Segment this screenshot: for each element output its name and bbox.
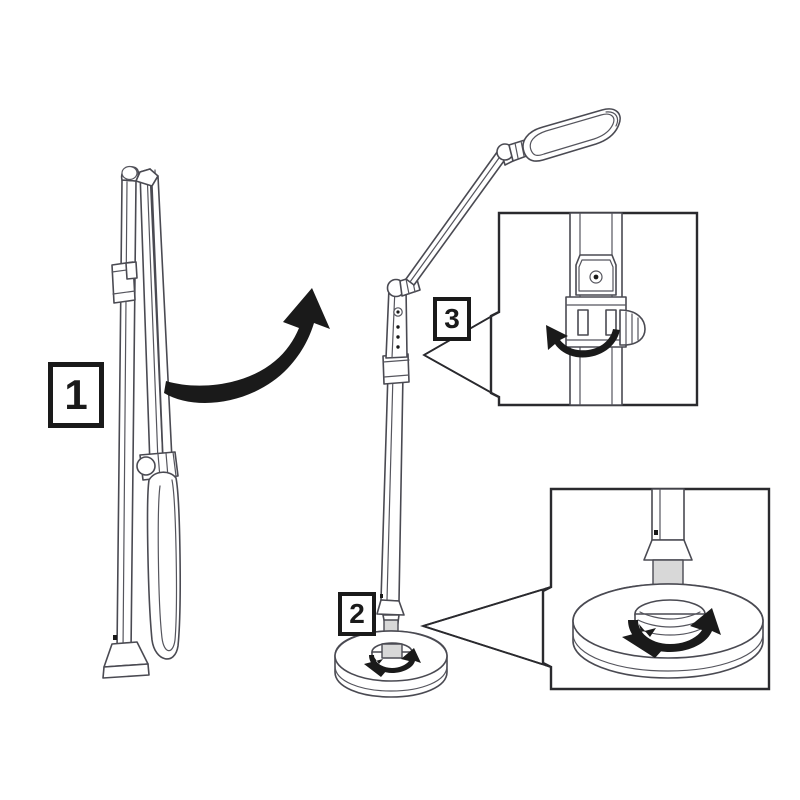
folded-head-panel [146, 471, 181, 660]
unfolded-upper-pole-crease [391, 287, 396, 359]
folded-clamp-lever [125, 261, 138, 280]
detail2-ferrule [643, 539, 693, 561]
folded-pole-cap-ring [121, 165, 138, 181]
detail-inset-3-frame [489, 211, 699, 407]
detail3-collar-slot1 [577, 309, 589, 336]
indicator-dot-2 [396, 335, 400, 339]
detail2-screw-rotation-arrowhead [622, 624, 665, 658]
folded-lamp-figure [102, 165, 181, 679]
unfolded-pole-ferrule [376, 599, 405, 616]
folded-pole-foot-top [103, 641, 149, 668]
unfold-motion-arrow [164, 288, 330, 403]
detail3-panel-inner [578, 259, 614, 292]
unfolded-lower-pole-crease [386, 373, 394, 601]
detail2-base-edge-line [572, 633, 764, 672]
detail-inset-3 [489, 211, 699, 407]
unfold-arrow-body [164, 288, 330, 403]
detail-inset-2-content [572, 488, 764, 679]
folded-arm-crease [146, 170, 159, 463]
base-collar-thread [381, 643, 403, 659]
screw-rotation-arrow [369, 648, 421, 673]
detail-inset-3-content [546, 212, 646, 406]
folded-pole-foot-base [102, 663, 150, 679]
detail2-thread-3 [636, 627, 704, 636]
lamp-head-panel [522, 108, 621, 162]
step-badge-1: 1 [48, 362, 104, 428]
unfolded-collar-line2 [383, 374, 410, 378]
folded-hinge-rib3 [172, 451, 177, 477]
folded-clamp-line2 [112, 290, 136, 295]
lamp-head-panel-inner [529, 113, 615, 156]
folded-pole-foot-mark [113, 635, 117, 640]
folded-arm-top-bevel [135, 168, 159, 187]
step-badge-2: 2 [338, 592, 376, 636]
detail-inset-2 [541, 487, 771, 691]
callout-wedge-2-lines [422, 586, 552, 668]
step-badge-3: 3 [433, 297, 471, 341]
unfolded-pole-mark [380, 594, 383, 598]
folded-head-panel-inner [157, 479, 178, 652]
detail2-thread-1 [639, 611, 701, 620]
unfolded-lamp-figure [376, 108, 621, 631]
base-disc [334, 630, 448, 698]
unfolded-arm-crease [409, 150, 505, 283]
detail2-pole-mark [654, 530, 658, 535]
callout-wedge-2 [419, 585, 558, 669]
callout-wedge-2-mask [542, 588, 558, 666]
detail2-screw-rotation-arrow [628, 608, 721, 652]
callout-wedge-3 [422, 310, 506, 399]
head-pivot-rib1 [514, 142, 519, 159]
elbow-rib1 [405, 278, 410, 295]
control-panel[interactable] [393, 307, 403, 349]
lamp-head-panel-edge [605, 111, 619, 127]
detail3-lever-grip [625, 311, 639, 345]
unfolded-collar-line1 [382, 359, 410, 363]
callout-wedge-3-mask [490, 313, 506, 396]
folded-pole-crease [122, 181, 128, 652]
detail3-button-dot [593, 274, 599, 280]
folded-hinge-pivot [136, 456, 156, 476]
lever-rotation-arrow [546, 325, 620, 358]
detail-inset-2-frame [541, 487, 771, 691]
power-button-dot [396, 310, 400, 314]
screw-rotation-arrowhead [364, 657, 387, 677]
base-disc-edge-line [334, 665, 448, 692]
indicator-dot-1 [396, 325, 400, 329]
indicator-dot-3 [396, 345, 400, 349]
